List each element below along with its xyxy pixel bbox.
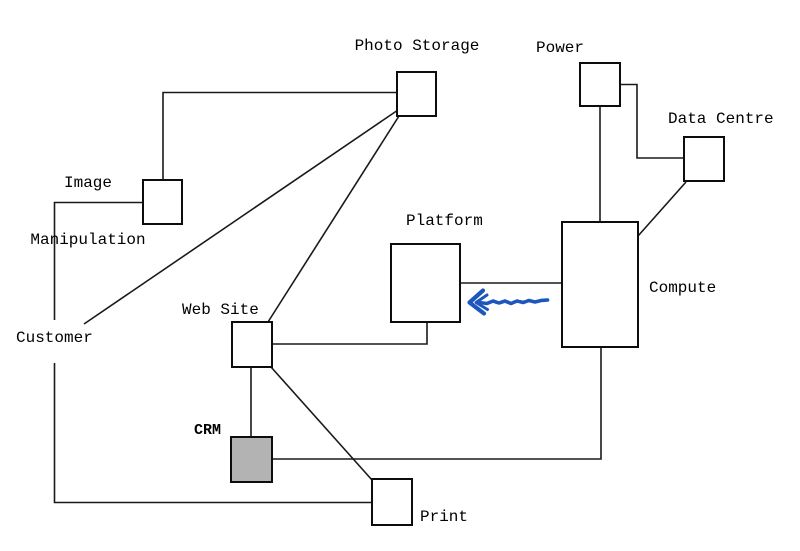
edge-data-centre-compute <box>637 181 687 237</box>
edge-web-site-platform <box>272 322 428 345</box>
label-image-manipulation-line2: Manipulation <box>30 231 146 249</box>
edge-customer-photo-storage <box>83 109 399 325</box>
label-print: Print <box>420 508 469 526</box>
node-web-site <box>231 321 273 368</box>
blue-arrow-shaft <box>477 298 550 306</box>
label-power: Power <box>536 39 585 57</box>
label-platform: Platform <box>406 212 483 230</box>
label-compute: Compute <box>649 279 717 297</box>
node-platform <box>390 243 461 323</box>
node-power <box>579 62 621 107</box>
label-web-site: Web Site <box>182 301 259 319</box>
node-data-centre <box>683 136 725 182</box>
node-print <box>371 478 413 526</box>
edge-web-site-print <box>270 366 373 481</box>
edge-power-data-centre <box>620 83 683 159</box>
blue-arrow-head-inner <box>474 293 489 311</box>
blue-arrow-compute-to-platform <box>467 288 550 316</box>
edge-photo-storage-web-site <box>267 115 400 323</box>
label-data-centre: Data Centre <box>668 110 774 128</box>
label-customer: Customer <box>16 329 93 347</box>
label-image-manipulation-line1: Image <box>63 174 112 192</box>
blue-arrow-head <box>467 288 487 316</box>
label-photo-storage: Photo Storage <box>354 37 480 55</box>
node-crm <box>230 436 273 483</box>
edge-image-manipulation-customer <box>53 201 142 320</box>
edge-image-manipulation-photo-storage <box>162 91 396 179</box>
edge-crm-compute <box>272 347 602 460</box>
edge-customer-print <box>53 363 372 504</box>
node-photo-storage <box>396 71 437 117</box>
node-image-manipulation <box>142 179 183 225</box>
label-crm: CRM <box>194 422 222 439</box>
node-compute <box>561 221 639 348</box>
label-image-manipulation: Image Manipulation <box>29 136 147 288</box>
